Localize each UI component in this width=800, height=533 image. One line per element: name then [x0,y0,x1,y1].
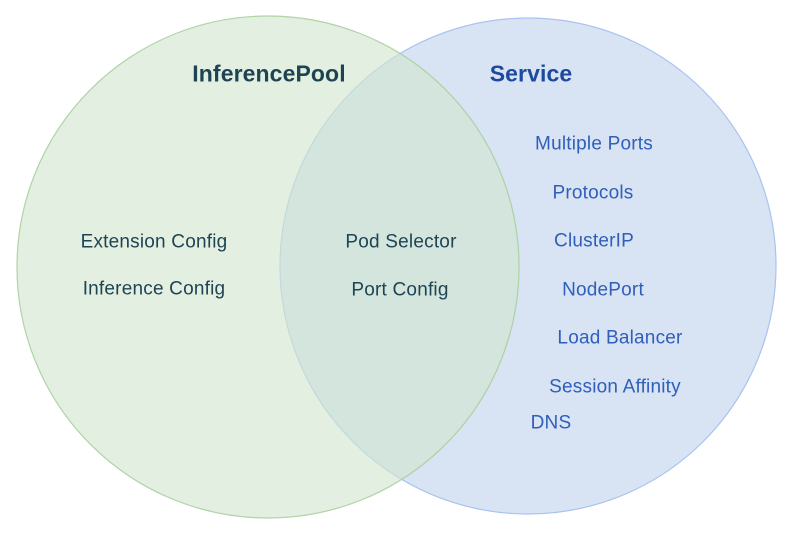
inferencepool-title: InferencePool [192,60,346,87]
label-session-affinity: Session Affinity [549,376,681,398]
label-clusterip: ClusterIP [554,230,634,252]
label-load-balancer: Load Balancer [557,327,683,349]
label-inference-config: Inference Config [82,278,226,300]
inferencepool-circle [16,15,520,519]
label-protocols: Protocols [552,182,634,204]
label-extension-config: Extension Config [80,231,228,253]
label-nodeport: NodePort [562,279,644,301]
label-port-config: Port Config [351,279,449,301]
label-pod-selector: Pod Selector [345,231,457,253]
service-title: Service [489,60,573,87]
label-multiple-ports: Multiple Ports [535,133,653,155]
label-dns: DNS [530,412,572,434]
